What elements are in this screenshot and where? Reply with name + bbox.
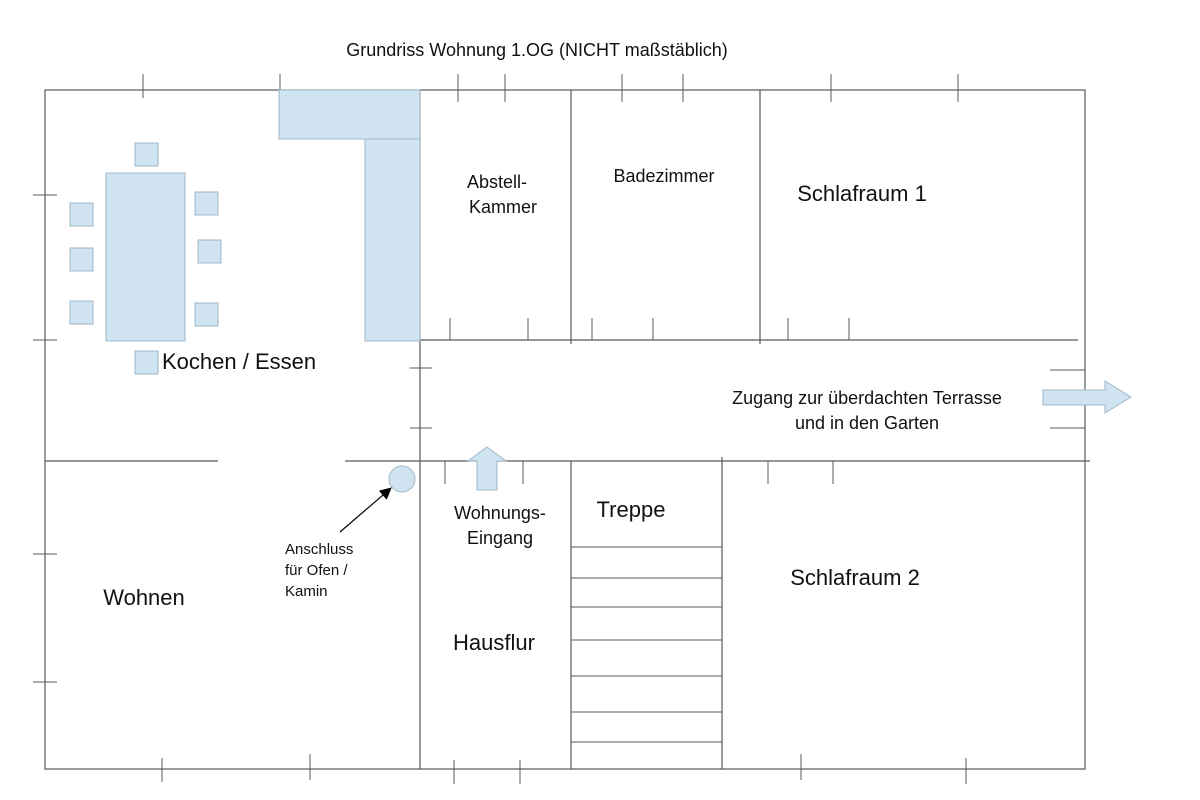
room-label-storage-1: Abstell- (467, 172, 527, 192)
stove-pointer-arrow (339, 487, 392, 533)
room-label-hallway: Hausflur (453, 630, 535, 655)
staircase (571, 546, 722, 743)
room-label-living: Wohnen (103, 585, 185, 610)
room-label-bedroom1: Schlafraum 1 (797, 181, 927, 206)
entrance-note-1: Wohnungs- (454, 503, 546, 523)
dining-table (105, 172, 186, 342)
chair (69, 300, 94, 325)
terrace-note-1: Zugang zur überdachten Terrasse (732, 388, 1002, 408)
stove-note-3: Kamin (285, 583, 328, 600)
room-label-storage-2: Kammer (469, 197, 537, 217)
plan-title: Grundriss Wohnung 1.OG (NICHT maßstäblic… (346, 40, 727, 60)
entrance-arrow-icon (466, 446, 508, 491)
chair (134, 350, 159, 375)
terrace-arrow-icon (1042, 380, 1132, 414)
terrace-note-2: und in den Garten (795, 413, 939, 433)
chair (194, 302, 219, 327)
chair (134, 142, 159, 167)
dining-set (69, 142, 222, 375)
stove-connection (388, 465, 416, 493)
entrance-note-2: Eingang (467, 528, 533, 548)
room-label-bath: Badezimmer (613, 166, 714, 186)
outer-wall (44, 89, 1086, 770)
chair (69, 202, 94, 227)
stove-note-1: Anschluss (285, 541, 353, 558)
kitchen-counter (278, 89, 421, 342)
chair (197, 239, 222, 264)
chair (194, 191, 219, 216)
stove-note-2: für Ofen / (285, 562, 348, 579)
room-label-kitchen: Kochen / Essen (162, 349, 316, 374)
room-label-bedroom2: Schlafraum 2 (790, 565, 920, 590)
room-label-stairs: Treppe (597, 497, 666, 522)
chair (69, 247, 94, 272)
